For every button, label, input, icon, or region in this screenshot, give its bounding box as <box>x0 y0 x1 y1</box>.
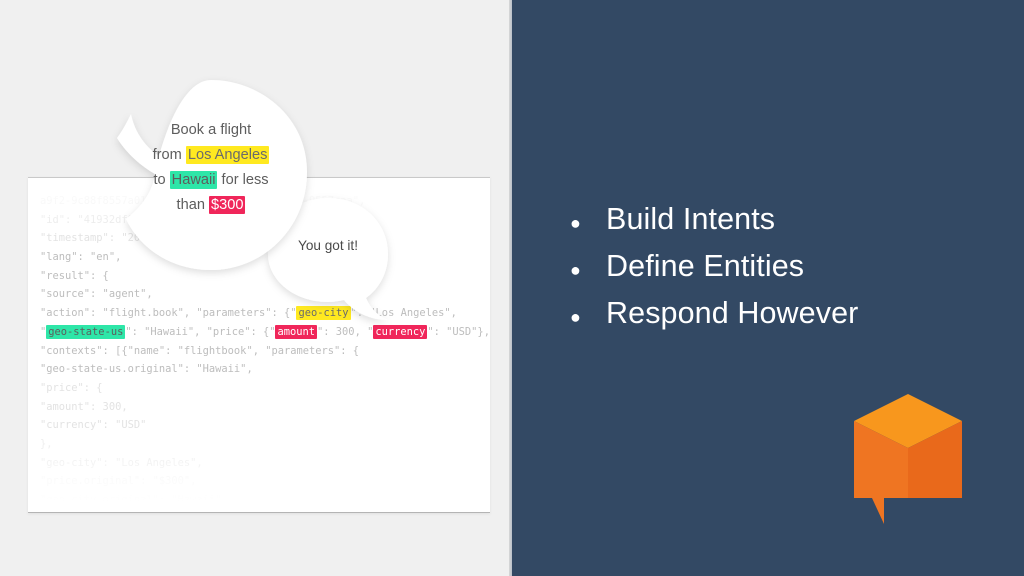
code-line: "source": "agent", <box>40 288 153 301</box>
code-line: "geo-state-us": "Hawaii", "price": {"amo… <box>40 324 490 339</box>
highlight-green: Hawaii <box>169 171 218 189</box>
bullet-item-1: ● Build Intents <box>570 202 1000 236</box>
logo-right-face <box>908 421 962 498</box>
bullet-item-label: Define Entities <box>606 249 805 283</box>
code-line: "result": { <box>40 269 109 282</box>
highlight-pink: amount <box>275 324 318 339</box>
speech-bubble-agent-shape <box>268 198 388 320</box>
left-panel: a9f2-9c88f8557a01", "sessionId": "99e6cb… <box>0 0 512 576</box>
dialogflow-cube-logo <box>854 394 962 524</box>
speech-bubble-user-line: than $300 <box>176 196 246 214</box>
code-line: "lang": "en", <box>40 251 122 264</box>
code-line: "currency": "USD" <box>40 419 147 432</box>
speech-bubble-user-text: Book a flight from Los Angeles to Hawaii f… <box>131 118 291 218</box>
highlight-yellow: Los Angeles <box>185 146 270 164</box>
bullet-dot-icon: ● <box>570 260 581 280</box>
code-line: "price": { <box>40 381 103 394</box>
panel-divider <box>509 0 512 576</box>
bullet-item-2: ● Define Entities <box>570 249 1000 283</box>
code-line: "geo-city.original": "Hawaii" <box>40 494 222 506</box>
speech-bubble-user-line: from Los Angeles <box>152 146 270 164</box>
bullet-list: ● Build Intents ● Define Entities ● Respond H… <box>570 202 1000 343</box>
code-line: "action": "flight.book", "parameters": {… <box>40 306 457 321</box>
code-line: "price.original": "$300", <box>40 475 197 488</box>
highlight-green: geo-state-us <box>46 324 126 339</box>
highlight-pink: $300 <box>209 196 246 214</box>
speech-bubble-agent: You got it! <box>266 196 390 320</box>
bullet-item-label: Respond However <box>606 296 859 330</box>
code-line: "geo-state-us.original": "Hawaii", <box>40 363 253 376</box>
code-line: "contexts": [{"name": "flightbook", "par… <box>40 344 360 357</box>
speech-bubble-agent-text: You got it! <box>298 238 358 253</box>
highlight-yellow: geo-city <box>296 306 351 321</box>
bullet-item-label: Build Intents <box>606 202 776 236</box>
speech-bubble-user-line: to Hawaii for less <box>153 171 269 189</box>
bullet-dot-icon: ● <box>570 307 581 327</box>
bullet-item-3: ● Respond However <box>570 296 1000 330</box>
bullet-dot-icon: ● <box>570 213 581 233</box>
speech-bubble-user-line: Book a flight <box>170 122 252 138</box>
code-line: }, <box>40 437 53 450</box>
logo-left-face <box>854 421 908 524</box>
highlight-pink: currency <box>373 324 428 339</box>
code-line: "geo-city": "Los Angeles", <box>40 456 203 469</box>
code-line: "amount": 300, <box>40 400 128 413</box>
speech-bubble-user: Book a flight from Los Angeles to Hawaii f… <box>113 78 309 274</box>
